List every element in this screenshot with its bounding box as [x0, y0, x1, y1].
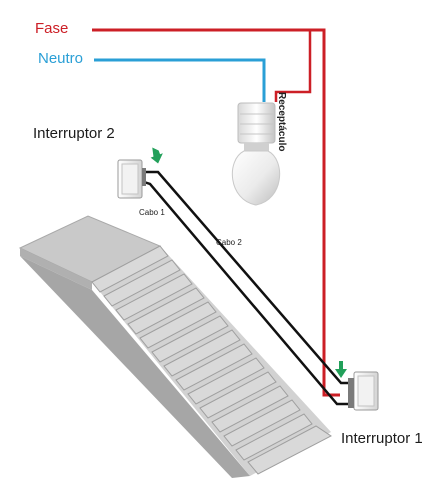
interruptor-2-label: Interruptor 2	[33, 125, 115, 142]
light-bulb-icon	[231, 102, 281, 206]
wires	[92, 28, 350, 406]
receptaculo-label: Receptáculo	[276, 92, 287, 152]
neutro-wire	[94, 58, 266, 102]
switch-1-icon	[348, 371, 379, 411]
fase-label: Fase	[35, 20, 69, 37]
interruptor-1-label: Interruptor 1	[341, 430, 423, 447]
cabo-2-wire	[144, 170, 350, 385]
stairs-illustration	[18, 215, 332, 478]
cabo-2-label: Cabo 2	[216, 238, 242, 247]
cabo-1-label: Cabo 1	[139, 208, 165, 217]
fase-wire	[92, 28, 340, 397]
neutro-label: Neutro	[38, 50, 84, 67]
cabo-1-wire	[143, 180, 350, 406]
fase-to-bulb-wire	[274, 30, 312, 102]
arrow-down-icon	[335, 361, 347, 378]
arrow-down-icon	[150, 147, 163, 164]
switch-2-icon	[117, 159, 146, 199]
